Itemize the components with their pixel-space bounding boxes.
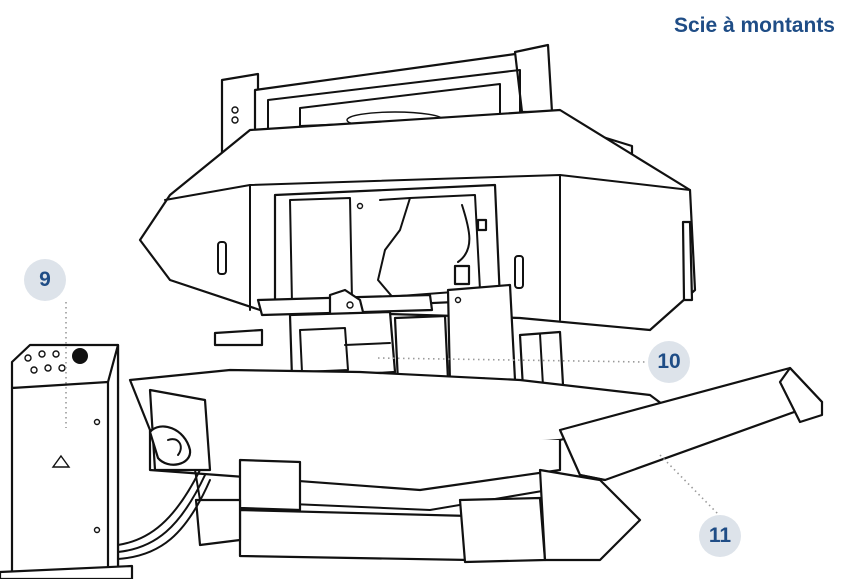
feed-conveyor xyxy=(558,366,824,482)
control-cabinet xyxy=(0,343,211,579)
callout-badge-10: 10 xyxy=(648,341,690,383)
saw-head xyxy=(138,108,697,332)
callout-badge-9: 9 xyxy=(24,259,66,301)
page-title: Scie à montants xyxy=(673,14,835,37)
leader-line-11 xyxy=(659,454,719,515)
callout-badge-11: 11 xyxy=(699,515,741,557)
base-table xyxy=(128,368,672,564)
